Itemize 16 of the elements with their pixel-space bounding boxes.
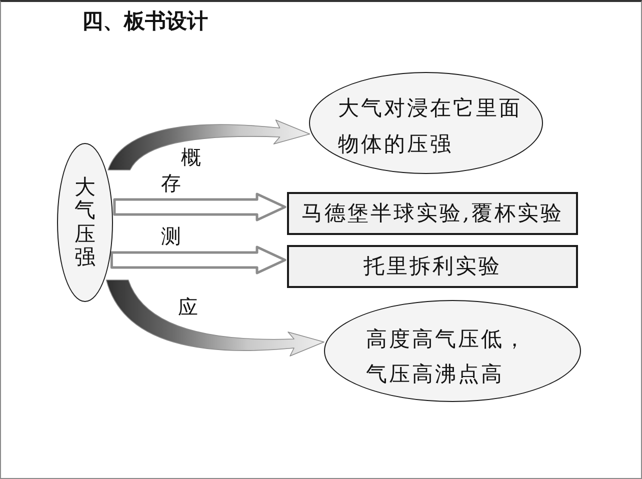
block-arrow (110, 246, 286, 274)
node-text: 大气对浸在它里面物体的压强 (338, 95, 523, 158)
edge-label: 测 (161, 226, 181, 246)
node-text: 大气压强 (74, 176, 96, 269)
node-text: 托里拆利实验 (364, 252, 502, 280)
process-box (287, 245, 578, 288)
edge-label: 存 (161, 173, 181, 193)
node-text: 马德堡半球实验,覆杯实验 (302, 200, 564, 227)
process-box (287, 192, 578, 235)
curved-arrow (106, 280, 324, 356)
edge-label: 应 (178, 297, 198, 317)
block-arrow (113, 192, 286, 222)
curved-arrow (108, 120, 310, 170)
node-text: 高度高气压低，气压高沸点高 (366, 326, 528, 388)
edge-label: 概 (181, 147, 201, 167)
title: 四、板书设计 (82, 9, 208, 34)
